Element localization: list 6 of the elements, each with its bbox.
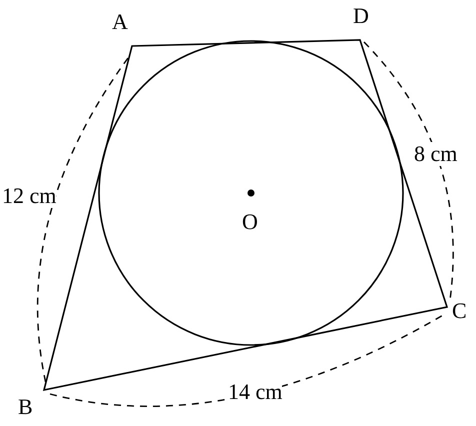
point-label: O: [242, 210, 258, 234]
point-label: A: [112, 10, 128, 34]
dimension-label: 8 cm: [414, 142, 458, 166]
point-label: D: [353, 4, 369, 28]
point-label: B: [18, 395, 33, 419]
point-label: C: [452, 299, 467, 323]
